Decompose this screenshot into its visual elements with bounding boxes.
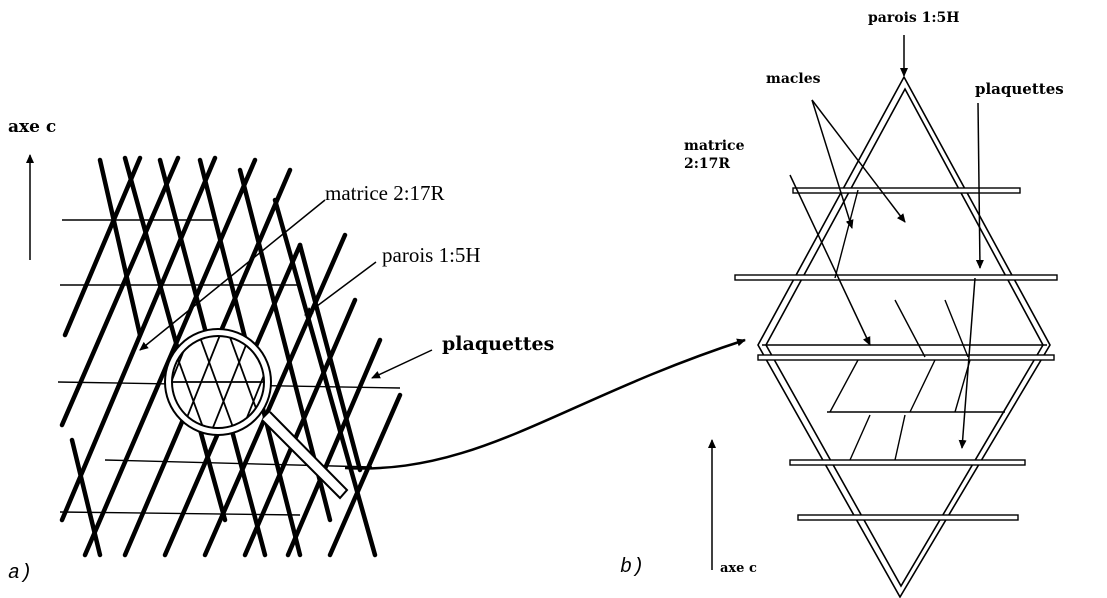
label-matrice-b-line1: matrice (684, 138, 745, 154)
label-plaquettes-a: plaquettes (442, 333, 554, 355)
c-axis-label-a: axe c (8, 117, 56, 137)
parois-lattice-a (59, 155, 403, 558)
panel-tag-a: a) (8, 562, 32, 585)
c-axis-label-b: axe c (720, 561, 757, 576)
label-parois-b: parois 1:5H (868, 10, 960, 26)
zoom-connector-arrow (344, 338, 746, 470)
label-macles-b: macles (766, 71, 821, 87)
plaquettes-bars-b (734, 187, 1058, 521)
magnifier-lens (164, 328, 349, 500)
panel-tag-b: b) (620, 556, 644, 579)
label-matrice-a: matrice 2:17R (325, 181, 445, 205)
parois-diamond-b (757, 75, 1051, 598)
label-matrice-b-line2: 2:17R (684, 156, 730, 172)
panel-a: axe c (8, 117, 554, 585)
label-plaquettes-b: plaquettes (975, 80, 1064, 98)
label-parois-a: parois 1:5H (382, 243, 481, 267)
macles-lines-b (827, 189, 1005, 461)
lens-detail-lattice (172, 336, 264, 428)
magnifier-handle (261, 411, 349, 500)
panel-b: parois 1:5H macles plaquettes matrice 2:… (620, 10, 1064, 598)
